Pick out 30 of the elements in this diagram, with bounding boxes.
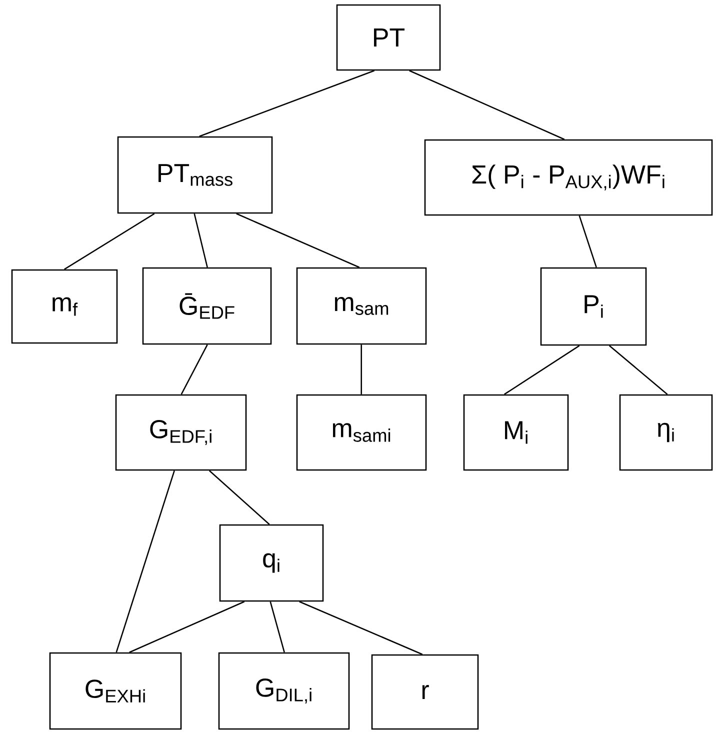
connector-line bbox=[299, 601, 423, 655]
formula-box: m$_{sam}$ bbox=[296, 267, 427, 345]
connector-line bbox=[236, 213, 360, 268]
formula-box: G$_{DIL,i}$ bbox=[218, 652, 350, 730]
connector-line bbox=[504, 345, 580, 395]
connector-line bbox=[208, 470, 270, 525]
formula-box: PT$_{mass}$ bbox=[117, 136, 273, 214]
formula-box: m$_{sami}$ bbox=[296, 394, 427, 471]
formula-box: G$_{EXHi}$ bbox=[49, 652, 182, 730]
connector-line bbox=[270, 601, 285, 653]
formula-box: r bbox=[371, 654, 479, 730]
formula-box: P$_{i}$ bbox=[540, 267, 647, 346]
formula-box: Σ( P$_{i}$ - P$_{AUX,i}$)WF$_{i}$ bbox=[424, 139, 713, 216]
formula-box: PT bbox=[336, 4, 441, 71]
formula-box: G$_{EDF,i}$ bbox=[115, 394, 247, 471]
connector-line bbox=[608, 345, 668, 395]
connector-line bbox=[194, 214, 208, 268]
connector-line bbox=[409, 70, 565, 140]
connector-line bbox=[64, 213, 155, 270]
connector-line bbox=[129, 601, 245, 653]
formula-box: M$_{i}$ bbox=[463, 394, 569, 471]
connector-line bbox=[360, 344, 362, 394]
formula-box: Ḡ$_{EDF}$ bbox=[142, 267, 272, 345]
connector-line bbox=[180, 344, 208, 395]
connector-line bbox=[199, 70, 375, 137]
connector-line bbox=[116, 470, 175, 653]
formula-box: η$_{i}$ bbox=[619, 394, 713, 471]
formula-box: q$_{i}$ bbox=[219, 524, 324, 602]
formula-box: m$_{f}$ bbox=[11, 269, 118, 344]
connector-line bbox=[578, 215, 597, 268]
